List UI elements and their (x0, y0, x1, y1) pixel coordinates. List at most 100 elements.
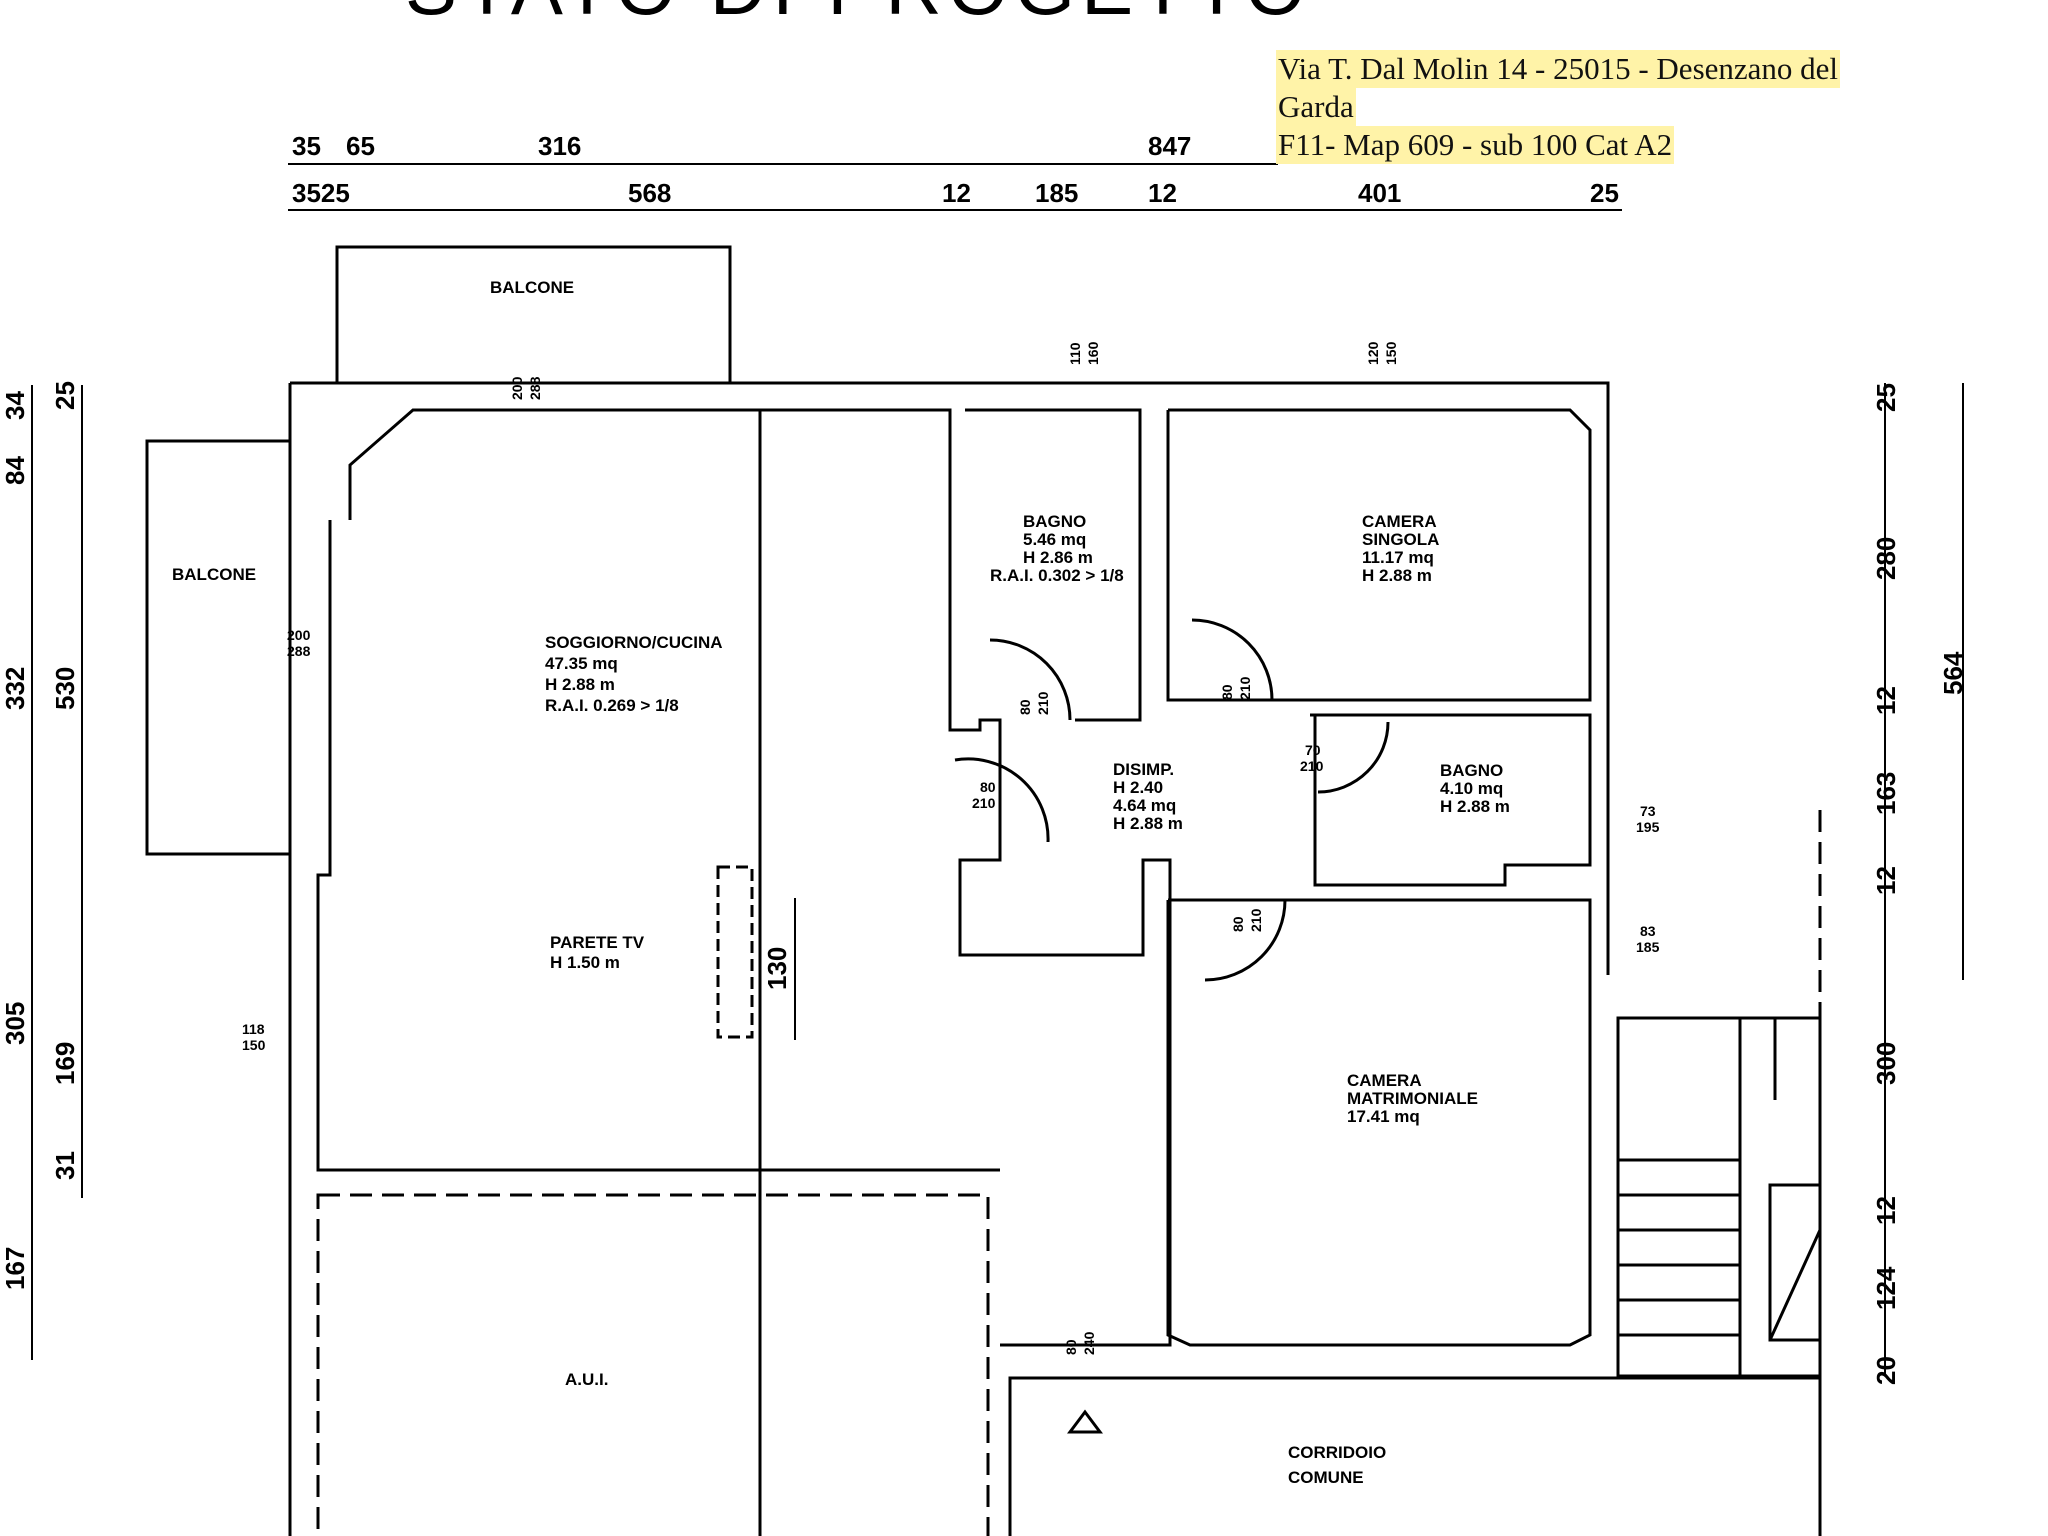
door-swing-camera-s (1191, 618, 1274, 701)
opening-window-left-0: 118 (242, 1021, 265, 1037)
cadastral-line: F11- Map 609 - sub 100 Cat A2 (1276, 126, 1675, 164)
opening-window-camera-0: 120 (1365, 341, 1381, 365)
dim-top2-5: 401 (1358, 178, 1401, 208)
dim-right-6: 12 (1871, 1196, 1901, 1225)
dim-left-outer-0: 34 (0, 391, 30, 420)
opening-window-b2-0: 73 (1640, 803, 1656, 819)
label-disimp-0: DISIMP. (1113, 760, 1174, 779)
dim-top2-3: 185 (1035, 178, 1078, 208)
opening-window-left-1: 150 (242, 1037, 266, 1053)
label-camera-m-2: 17.41 mq (1347, 1107, 1420, 1126)
opening-door-entry-0: 80 (1063, 1339, 1079, 1355)
label-camera-s-3: H 2.88 m (1362, 566, 1432, 585)
dim-left-inner-3: 31 (50, 1151, 80, 1180)
dim-left-inner-1: 530 (50, 667, 80, 710)
camera-matr-walls (1166, 898, 1592, 1347)
entry-marker (1067, 1409, 1103, 1434)
bagno1-walls (965, 408, 1142, 722)
label-soggiorno-1: 47.35 mq (545, 654, 618, 673)
label-bagno2-2: H 2.88 m (1440, 797, 1510, 816)
label-aui: A.U.I. (565, 1370, 608, 1389)
label-corridoio-1: COMUNE (1288, 1468, 1364, 1487)
dim-right-8: 20 (1871, 1356, 1901, 1385)
dim-top2-2: 12 (942, 178, 971, 208)
balcony-left (145, 439, 292, 856)
label-bagno1-2: H 2.86 m (1023, 548, 1093, 567)
label-soggiorno-3: R.A.I. 0.269 > 1/8 (545, 696, 679, 715)
balcony-top (335, 245, 732, 385)
dim-top1-3: 847 (1148, 131, 1191, 161)
opening-door-cs-1: 210 (1237, 676, 1253, 700)
dim-left-outer-1: 84 (0, 456, 30, 485)
door-swing-soggiorno (954, 757, 1050, 843)
label-tv-1: H 1.50 m (550, 953, 620, 972)
opening-balcone-0: 200 (509, 376, 525, 400)
dim-right-1: 280 (1871, 537, 1901, 580)
camera-singola-walls (1166, 408, 1592, 702)
dim-left-inner-0: 25 (50, 381, 80, 410)
opening-door-bagno-1: 210 (1035, 691, 1051, 715)
label-camera-s-1: SINGOLA (1362, 530, 1439, 549)
label-soggiorno-0: SOGGIORNO/CUCINA (545, 633, 723, 652)
dim-top1-2: 316 (538, 131, 581, 161)
opening-window-b2-1: 195 (1636, 819, 1660, 835)
door-swing-matr (1204, 899, 1287, 982)
label-disimp-3: H 2.88 m (1113, 814, 1183, 833)
living-west-outline (316, 520, 1000, 1172)
label-bagno1-3: R.A.I. 0.302 > 1/8 (990, 566, 1124, 585)
dim-right-3: 163 (1871, 772, 1901, 815)
door-swing-bagno (989, 638, 1072, 721)
dim-top2-6: 25 (1590, 178, 1619, 208)
dim-top1-0: 35 (292, 131, 321, 161)
dim-top2-1: 568 (628, 178, 671, 208)
label-soggiorno-2: H 2.88 m (545, 675, 615, 694)
label-balcone-left: BALCONE (172, 565, 256, 584)
corridoio-comune (1008, 1376, 1822, 1536)
living-north-chamfer (348, 408, 755, 520)
dim-tv: 130 (762, 947, 792, 990)
opening-door-cs-0: 80 (1219, 684, 1235, 700)
dim-left-outer-3: 305 (0, 1002, 30, 1045)
label-bagno2-1: 4.10 mq (1440, 779, 1503, 798)
bagno2-walls (1310, 713, 1592, 887)
opening-window-m-1: 185 (1636, 939, 1660, 955)
opening-door-m-0: 80 (1230, 916, 1246, 932)
stairs (1616, 1016, 1822, 1378)
label-tv-0: PARETE TV (550, 933, 645, 952)
dim-left-outer-4: 167 (0, 1247, 30, 1290)
label-camera-m-1: MATRIMONIALE (1347, 1089, 1478, 1108)
label-bagno2-0: BAGNO (1440, 761, 1503, 780)
dim-right-7: 124 (1871, 1266, 1901, 1310)
opening-door-bagno-0: 80 (1017, 699, 1033, 715)
dim-top1-1: 65 (346, 131, 375, 161)
opening-window-bagno-0: 110 (1067, 342, 1083, 365)
label-bagno1-1: 5.46 mq (1023, 530, 1086, 549)
label-balcone-top: BALCONE (490, 278, 574, 297)
label-bagno1-0: BAGNO (1023, 512, 1086, 531)
aui-area (316, 1193, 990, 1536)
address-line2: Garda (1276, 88, 1356, 126)
opening-window-bagno-1: 160 (1085, 341, 1101, 365)
dim-right-0: 25 (1871, 383, 1901, 412)
dim-top2-4: 12 (1148, 178, 1177, 208)
opening-left-1: 288 (287, 643, 311, 659)
dim-left-inner-2: 169 (50, 1042, 80, 1085)
label-disimp-2: 4.64 mq (1113, 796, 1176, 815)
opening-left-0: 200 (287, 627, 311, 643)
page-title: STATO DI PROGETTO (405, 0, 1312, 31)
dim-top2-0: 3525 (292, 178, 350, 208)
opening-door-entry-1: 240 (1081, 1331, 1097, 1355)
dim-right-5: 300 (1871, 1042, 1901, 1085)
label-disimp-1: H 2.40 (1113, 778, 1163, 797)
label-camera-m-0: CAMERA (1347, 1071, 1422, 1090)
tv-wall (716, 865, 754, 1039)
living-inner-outline (755, 408, 1172, 1347)
door-swing-bagno2 (1317, 721, 1390, 794)
opening-door-sogg-0: 80 (980, 779, 996, 795)
dim-right-2: 12 (1871, 686, 1901, 715)
opening-door-sogg-1: 210 (972, 795, 996, 811)
label-camera-s-2: 11.17 mq (1362, 548, 1434, 567)
opening-window-m-0: 83 (1640, 923, 1656, 939)
opening-window-camera-1: 150 (1383, 341, 1399, 365)
